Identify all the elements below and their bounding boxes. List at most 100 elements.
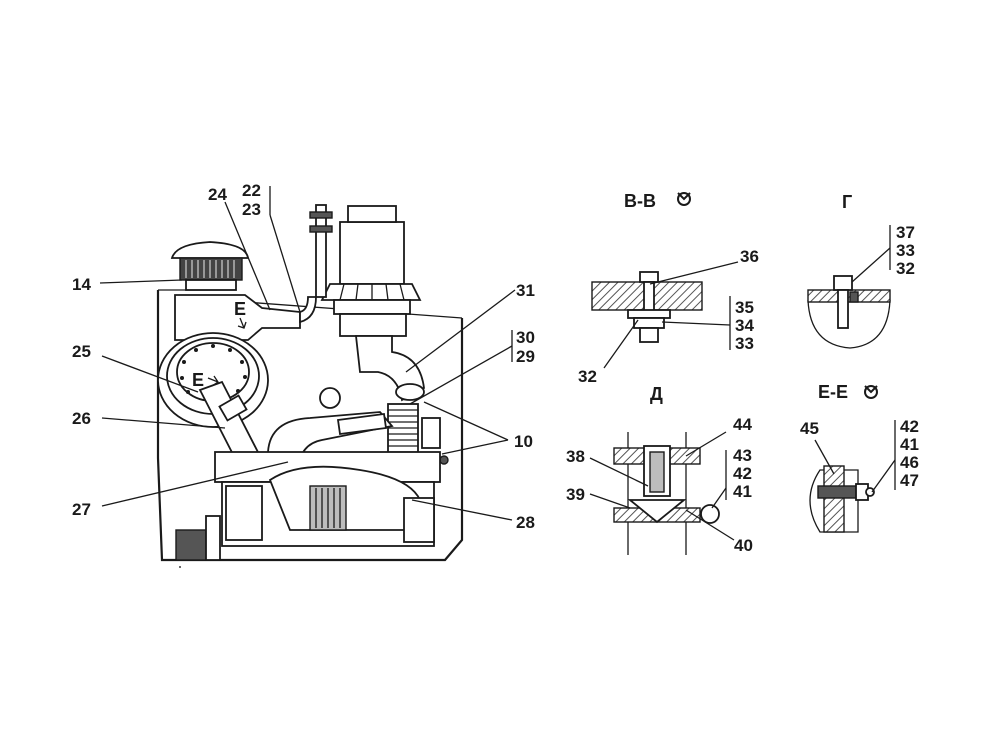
leader-vv-36 bbox=[649, 261, 739, 285]
callout-14: 14 bbox=[72, 275, 91, 294]
callout-34: 34 bbox=[735, 316, 754, 335]
air-cleaner-lower bbox=[339, 313, 407, 337]
lower-left-box bbox=[175, 529, 207, 561]
fan-clamp bbox=[218, 394, 248, 422]
view-g bbox=[807, 225, 891, 349]
callout-24: 24 bbox=[208, 185, 227, 204]
lower-left-plate bbox=[205, 515, 221, 561]
leader-d-44 bbox=[685, 431, 727, 457]
right-bracket bbox=[421, 417, 441, 449]
d-ring bbox=[700, 504, 720, 524]
callout-32b: 32 bbox=[896, 259, 915, 278]
leader-ee bbox=[871, 459, 896, 493]
main-leader-lines bbox=[99, 186, 516, 521]
view-d-title: Д bbox=[650, 384, 663, 404]
air-cleaner-top bbox=[347, 205, 397, 223]
rod-bend bbox=[299, 296, 317, 324]
section-arrow-lower bbox=[207, 375, 219, 387]
air-cleaner-body bbox=[339, 221, 405, 285]
g-bolt-shank bbox=[837, 289, 849, 329]
callout-25: 25 bbox=[72, 342, 91, 361]
callout-30: 30 bbox=[516, 328, 535, 347]
view-ee-title: Е-Е bbox=[818, 382, 848, 402]
callout-29: 29 bbox=[516, 347, 535, 366]
callout-33a: 33 bbox=[735, 334, 754, 353]
precleaner-cap bbox=[170, 241, 250, 259]
elbow-joint bbox=[395, 383, 425, 401]
callout-46: 46 bbox=[900, 453, 919, 472]
callout-32a: 32 bbox=[578, 367, 597, 386]
callout-10: 10 bbox=[514, 432, 533, 451]
left-component bbox=[225, 485, 263, 541]
d-wedge bbox=[627, 499, 687, 524]
view-ee bbox=[809, 385, 896, 533]
g-bolt-head bbox=[833, 275, 853, 291]
leader-d-38 bbox=[589, 457, 649, 487]
ee-outline bbox=[809, 469, 859, 533]
section-marker-e-lower: Е bbox=[192, 370, 204, 390]
leader-g bbox=[851, 247, 891, 283]
right-component bbox=[403, 497, 435, 543]
callout-47: 47 bbox=[900, 471, 919, 490]
callout-28: 28 bbox=[516, 513, 535, 532]
view-vv bbox=[591, 192, 739, 369]
vv-washer bbox=[627, 309, 671, 319]
g-nut bbox=[849, 291, 859, 303]
section-arrow-upper bbox=[237, 317, 247, 329]
ee-rotation-icon bbox=[864, 385, 878, 399]
view-vv-title: В-В bbox=[624, 191, 656, 211]
leader-d-40 bbox=[685, 509, 735, 541]
precleaner-base bbox=[185, 279, 237, 291]
air-cleaner-skirt bbox=[320, 283, 422, 301]
leader-d-39 bbox=[589, 493, 631, 509]
air-cleaner-band bbox=[333, 299, 411, 315]
callout-22: 22 bbox=[242, 181, 261, 200]
vv-nut bbox=[633, 317, 665, 329]
vv-bolt-end bbox=[639, 327, 659, 343]
g-plate bbox=[807, 289, 891, 303]
g-outline bbox=[807, 299, 891, 349]
callout-23: 23 bbox=[242, 200, 261, 219]
callout-38: 38 bbox=[566, 447, 585, 466]
callout-36: 36 bbox=[740, 247, 759, 266]
frame-outline bbox=[156, 290, 464, 562]
callout-35: 35 bbox=[735, 298, 754, 317]
support-rod bbox=[315, 204, 327, 298]
callout-26: 26 bbox=[72, 409, 91, 428]
callout-41b: 41 bbox=[900, 435, 919, 454]
callout-45: 45 bbox=[800, 419, 819, 438]
ee-washer bbox=[865, 487, 875, 497]
rod-clamp-2 bbox=[309, 225, 333, 233]
leader-vv-34 bbox=[661, 321, 731, 326]
callout-31: 31 bbox=[516, 281, 535, 300]
view-d bbox=[589, 431, 735, 555]
callout-40: 40 bbox=[734, 536, 753, 555]
callout-37: 37 bbox=[896, 223, 915, 242]
vv-bolt-head bbox=[639, 271, 659, 283]
rod-clamp-1 bbox=[309, 211, 333, 219]
section-marker-e-upper: Е bbox=[234, 299, 246, 319]
pipe-hook bbox=[319, 387, 341, 409]
callout-27: 27 bbox=[72, 500, 91, 519]
ee-plate bbox=[823, 465, 845, 533]
callout-39: 39 bbox=[566, 485, 585, 504]
d-bolt-core bbox=[649, 451, 665, 493]
leader-ee-45 bbox=[814, 439, 835, 475]
callout-42b: 42 bbox=[900, 417, 919, 436]
callout-labels: 14 22 23 24 25 26 27 28 30 29 31 10 В-В … bbox=[72, 181, 919, 555]
right-bolt bbox=[439, 455, 449, 465]
corrugated-hose bbox=[387, 403, 419, 461]
vv-rotation-icon bbox=[677, 192, 691, 206]
precleaner-grille bbox=[179, 257, 243, 281]
view-g-title: Г bbox=[842, 192, 852, 212]
callout-41a: 41 bbox=[733, 482, 752, 501]
callout-44: 44 bbox=[733, 415, 752, 434]
callout-33b: 33 bbox=[896, 241, 915, 260]
main-assembly: Е Е bbox=[156, 204, 464, 568]
pipe-clamp bbox=[336, 412, 388, 436]
callout-42a: 42 bbox=[733, 464, 752, 483]
leader-d-41 bbox=[711, 487, 727, 509]
callout-43: 43 bbox=[733, 446, 752, 465]
